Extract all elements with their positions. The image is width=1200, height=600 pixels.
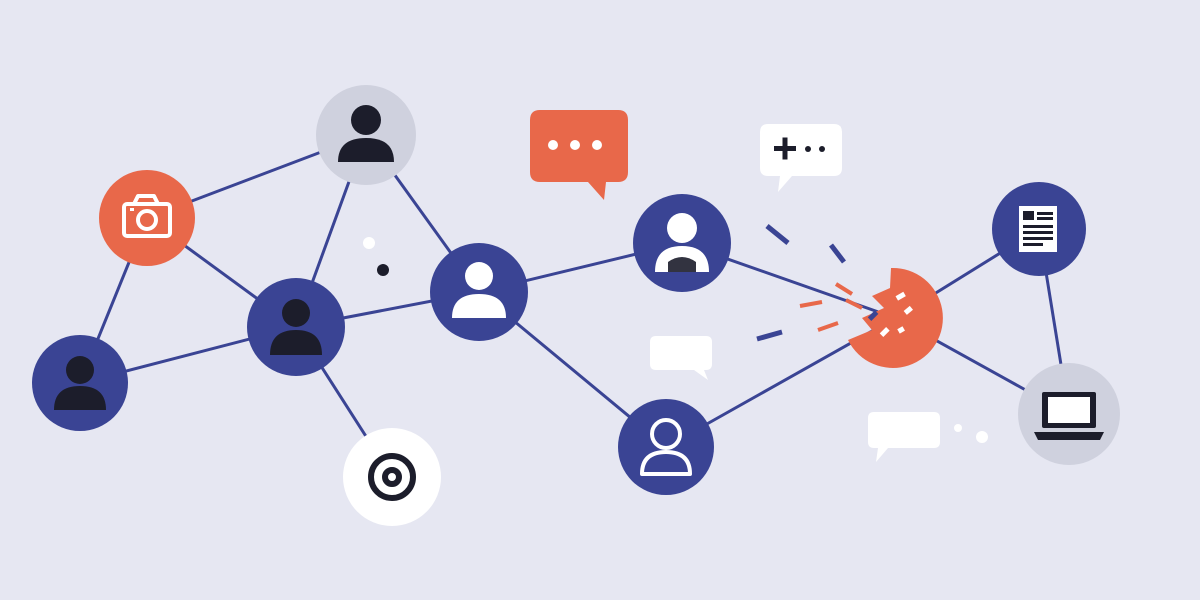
dash: [765, 224, 790, 245]
dash-orange: [817, 321, 839, 332]
camera-node: [99, 170, 195, 266]
user-icon: [452, 262, 506, 318]
broken-connection-icon: [848, 267, 943, 368]
dash-orange: [834, 282, 854, 296]
user-node-upper-right: [633, 194, 731, 292]
dot-white: [954, 424, 962, 432]
blank-chat-icon: [650, 336, 712, 380]
document-node: [992, 182, 1086, 276]
user-node-top: [316, 85, 416, 185]
blank-chat-icon: [868, 412, 940, 462]
dash: [829, 243, 846, 264]
user-icon: [655, 213, 709, 272]
decorative-dots: [363, 237, 988, 443]
broken-link-dashes: [756, 224, 863, 342]
dash: [756, 329, 783, 342]
dot-white: [363, 237, 375, 249]
laptop-icon: [1034, 392, 1104, 440]
chat-bubble-orange: [530, 110, 628, 200]
user-node-center-left: [247, 278, 345, 376]
user-icon: [270, 299, 322, 355]
user-node-left: [32, 335, 128, 431]
plus-dots-icon: [774, 137, 825, 160]
laptop-node: [1018, 363, 1120, 465]
user-node-center: [430, 243, 528, 341]
dot-white: [976, 431, 988, 443]
typing-dots-icon: [548, 140, 602, 150]
broken-connection-node: [848, 267, 943, 368]
chat-bubble-blank-right: [868, 412, 940, 462]
dash-orange: [845, 298, 863, 310]
document-icon: [1019, 206, 1057, 252]
target-icon: [368, 453, 416, 501]
chat-bubble-plus: [760, 124, 842, 192]
user-icon: [338, 105, 394, 162]
dash-orange: [799, 300, 823, 308]
camera-icon: [122, 194, 172, 238]
user-outline-icon: [640, 418, 692, 476]
target-node: [343, 428, 441, 526]
dot-dark: [377, 264, 389, 276]
chat-bubble-blank-center: [650, 336, 712, 380]
user-node-lower-center: [618, 399, 714, 495]
user-icon: [54, 356, 106, 410]
